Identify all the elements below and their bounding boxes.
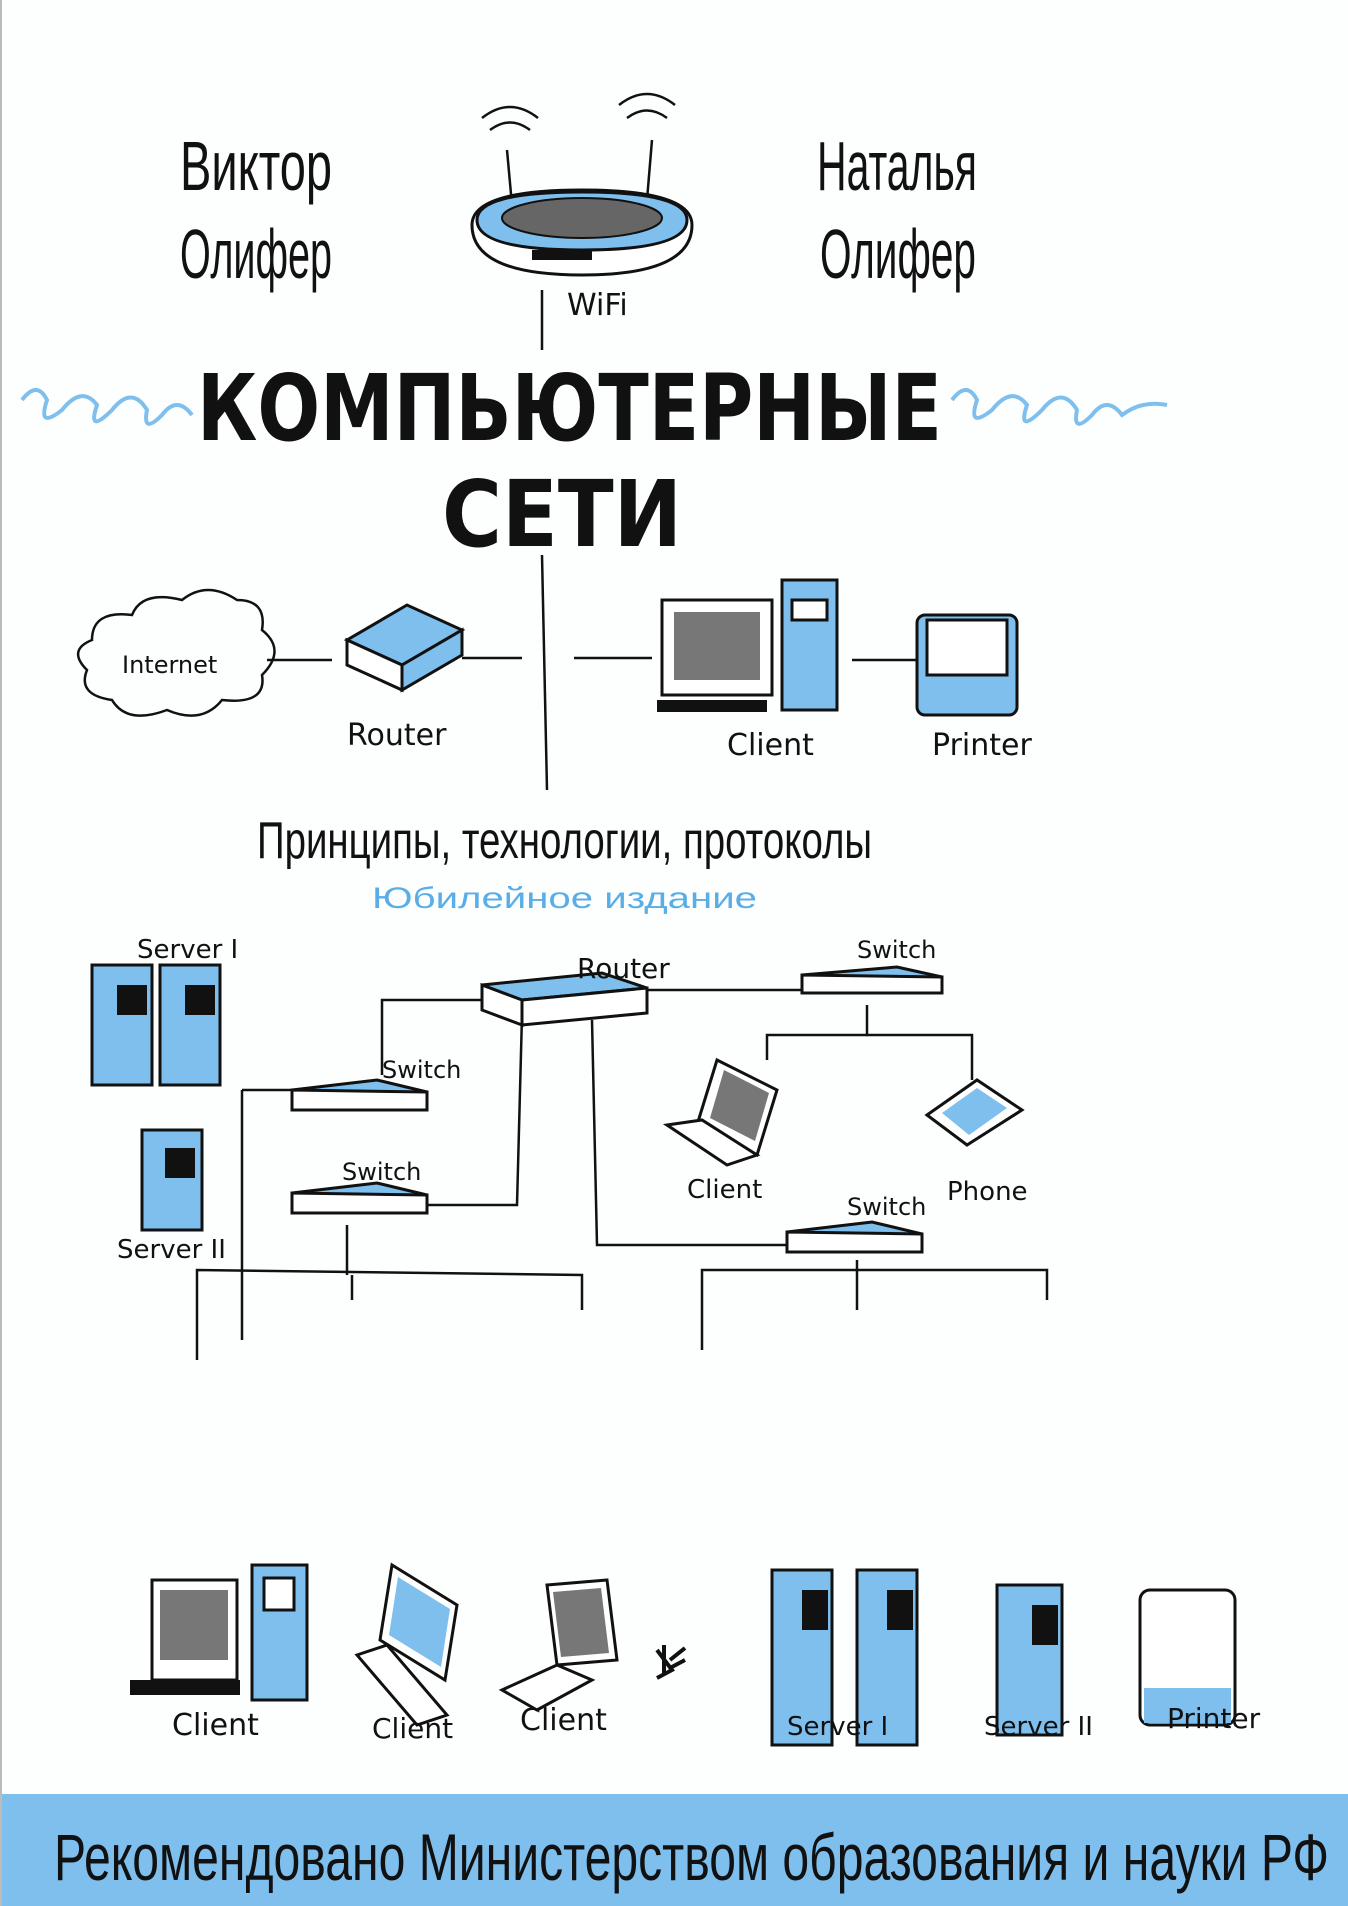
phone-label: Phone [947,1177,1028,1207]
author1-first-name: Виктор [180,127,332,205]
server1-bottom-label: Server I [787,1712,888,1742]
phone-icon [924,1078,1025,1147]
client-top-label: Client [727,728,814,763]
server2-left-label: Server II [117,1235,226,1265]
network-links [195,988,1049,1360]
title-line-2: СЕТИ [442,461,682,568]
title-line-1: КОМПЬЮТЕРНЫЕ [197,355,942,462]
client-bottom-2-label: Client [372,1712,453,1745]
edition-label: Юбилейное издание [372,882,757,915]
author2-last-name: Олифер [820,215,976,293]
switch-icons [290,965,944,1254]
publisher-logo [655,1645,687,1680]
router-top-label: Router [347,718,447,753]
server1-left-label: Server I [137,935,238,965]
printer-bottom-label: Printer [1167,1702,1261,1735]
router-mid-label: Router [577,952,670,985]
switch-bottom-right-label: Switch [847,1193,926,1221]
author1-last-name: Олифер [180,215,332,293]
decorative-squiggle-left [20,388,194,426]
laptop-icon [662,1057,779,1167]
internet-cloud-icon [77,588,276,717]
client-bottom-1-label: Client [172,1708,259,1743]
wifi-label: WiFi [567,288,628,323]
client-pc-icon [657,578,839,712]
client-bottom-3-label: Client [520,1703,607,1738]
router-icon [343,603,466,693]
switch-left-label: Switch [382,1056,461,1084]
server-left-icons [90,963,222,1232]
recommendation-text: Рекомендовано Министерством образования … [54,1820,1329,1894]
switch-right-top-label: Switch [857,936,936,964]
bottom-right-devices [770,1568,1237,1747]
author2-first-name: Наталья [817,127,977,205]
subtitle: Принципы, технологии, протоколы [257,812,872,870]
decorative-squiggle-right [950,388,1168,426]
printer-top-label: Printer [932,728,1032,763]
switch-bottom-left-label: Switch [342,1158,421,1186]
internet-label: Internet [122,651,217,679]
recommendation-band [2,1794,1348,1906]
server2-bottom-label: Server II [984,1712,1093,1742]
printer-icon [915,613,1019,717]
wifi-router-icon [470,92,694,277]
client-laptop-label: Client [687,1175,762,1205]
bottom-left-clients [130,1562,619,1727]
